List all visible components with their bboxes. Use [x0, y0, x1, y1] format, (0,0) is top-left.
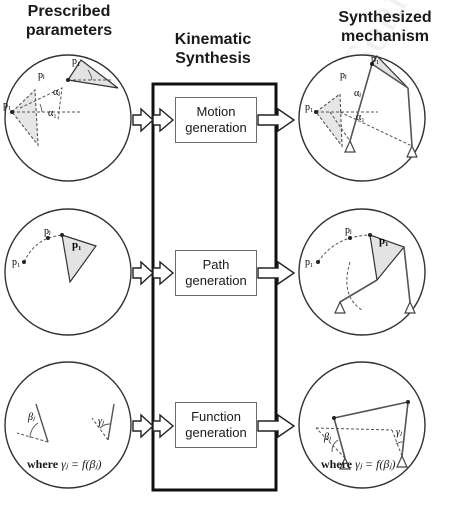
- arrow-in-motion: [132, 107, 155, 133]
- label-pj: pⱼ: [345, 225, 352, 236]
- label-pj: pⱼ: [44, 226, 51, 237]
- label-pj: pⱼ: [340, 70, 347, 81]
- label-gamma-j: γⱼ: [396, 427, 403, 438]
- prescribed-motion-circle: p₁ pⱼ αⱼ p₁ α₁: [3, 54, 132, 182]
- label-beta-j: βⱼ: [323, 432, 332, 443]
- synthesis-frame: [151, 82, 278, 492]
- arrow-out-function: [257, 413, 296, 439]
- synthesized-function-circle: βⱼ γⱼ: [298, 361, 426, 489]
- label-p1: p₁: [12, 257, 21, 268]
- arrow-frame-path: [152, 260, 175, 286]
- arrow-frame-function: [152, 413, 175, 439]
- synthesized-motion-circle: p₁ pⱼ αⱼ p₁ α₁: [298, 54, 426, 182]
- arrow-frame-motion: [152, 107, 175, 133]
- heading-synthesized-mechanism: Synthesized mechanism: [338, 9, 432, 45]
- label-alpha-1: α₁: [356, 112, 365, 123]
- arrow-in-function: [132, 413, 155, 439]
- label-p1: p₁: [379, 235, 388, 247]
- frame-to-box-arrows: [152, 107, 175, 439]
- label-gamma-j: γⱼ: [98, 416, 105, 427]
- output-arrows: [257, 107, 296, 439]
- label-p1: p₁: [72, 56, 81, 67]
- label-beta-j: βⱼ: [27, 412, 36, 423]
- label-p1: p₁: [371, 54, 380, 65]
- box-motion-generation: Motion generation: [175, 97, 257, 143]
- label-p1: p₁: [72, 239, 81, 251]
- label-alpha-1: α₁: [48, 108, 57, 119]
- prescribed-path-circle: pⱼ p₁ p₁: [4, 208, 132, 336]
- box-function-generation: Function generation: [175, 402, 257, 448]
- label-p1: p₁: [305, 102, 314, 113]
- arrow-out-motion: [257, 107, 296, 133]
- label-pj: pⱼ: [38, 70, 45, 81]
- where-annotation-left: where γⱼ = f(βⱼ): [27, 457, 102, 471]
- arrow-in-path: [132, 260, 155, 286]
- label-alpha-j: αⱼ: [354, 88, 361, 99]
- heading-kinematic-synthesis: Kinematic Synthesis: [174, 31, 252, 67]
- prescribed-function-circle: βⱼ γⱼ: [4, 361, 132, 489]
- label-p1: p₁: [305, 257, 314, 268]
- arrow-out-path: [257, 260, 296, 286]
- synthesized-path-circle: pⱼ p₁ p₁: [298, 208, 426, 336]
- heading-prescribed-parameters: Prescribed parameters: [25, 3, 113, 39]
- label-alpha-j: αⱼ: [53, 87, 60, 98]
- where-annotation-right: where γⱼ = f(βⱼ): [321, 457, 396, 471]
- box-path-generation: Path generation: [175, 250, 257, 296]
- label-p1: p₁: [3, 100, 12, 111]
- input-arrows: [132, 107, 155, 439]
